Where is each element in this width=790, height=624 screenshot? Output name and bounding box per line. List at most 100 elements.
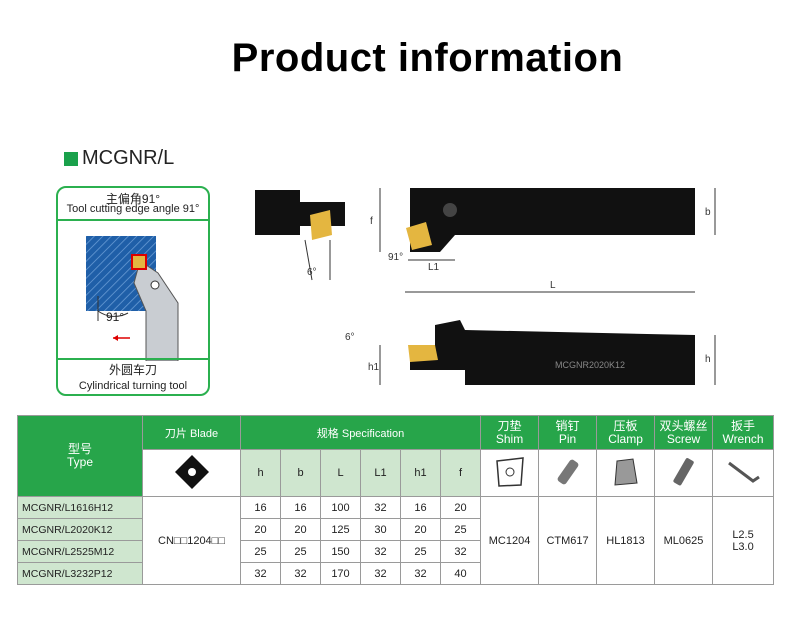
pin-code: CTM617 — [538, 496, 598, 585]
screw-code: ML0625 — [654, 496, 714, 585]
shim-icon — [495, 456, 524, 487]
front-view: MCGNR2020K12 h1 h 6° — [345, 320, 716, 385]
clamp-header-cn: 压板 — [613, 418, 638, 433]
shim-header-en: Shim — [495, 431, 524, 446]
clamp-screw-shape — [150, 280, 160, 290]
spec-header: 规格 Specification — [239, 415, 482, 450]
clamp-code: HL1813 — [596, 496, 656, 585]
table-subheader-row: h b L L1 h1 f — [18, 449, 775, 497]
cell-L1: 32 — [360, 496, 401, 519]
dim-b: b — [705, 207, 711, 218]
angle-panel-en-bottom: Cylindrical turning tool — [78, 380, 188, 392]
holder-top-shape — [410, 188, 695, 252]
cell-L: 100 — [320, 496, 361, 519]
row-type: MCGNR/L2525M12 — [17, 540, 143, 563]
dim-L1: L1 — [428, 262, 440, 273]
cell-h1: 16 — [400, 496, 441, 519]
cell-b: 16 — [280, 496, 321, 519]
cell-L1: 30 — [360, 518, 401, 541]
clamp-header-en: Clamp — [608, 431, 643, 446]
side-view: 6° — [255, 190, 345, 281]
clamp-icon — [613, 457, 638, 486]
angle-panel-cn-bottom: 外圆车刀 — [108, 363, 157, 377]
cell-h: 16 — [240, 496, 281, 519]
dim-h1: h1 — [368, 362, 380, 373]
table-row: MCGNR/L2525M12 25 25 150 32 25 32 — [17, 540, 774, 563]
angle-arc — [97, 310, 129, 317]
cell-f: 20 — [439, 496, 482, 519]
row-type: MCGNR/L3232P12 — [17, 562, 143, 585]
cell-f: 40 — [439, 562, 482, 585]
cell-h: 32 — [240, 562, 281, 585]
dim-L: L — [550, 280, 556, 291]
col-b: b — [280, 449, 321, 497]
cell-L: 125 — [320, 518, 361, 541]
angle-panel-en-title: Tool cutting edge angle 91° — [66, 203, 200, 215]
col-h1: h1 — [400, 449, 441, 497]
wrench-code-1: L2.5 — [732, 528, 754, 541]
page-title: Product information — [231, 36, 624, 80]
screw-header-cn: 双头螺丝 — [659, 418, 708, 433]
col-L1: L1 — [360, 449, 401, 497]
blade-header: 刀片 Blade — [142, 415, 241, 450]
insert-icon — [174, 454, 209, 489]
cell-L1: 32 — [360, 562, 401, 585]
screw-image-cell — [654, 449, 714, 497]
screw-icon — [672, 457, 694, 485]
top-view: f b L1 91° L — [370, 188, 716, 293]
table-row: MCGNR/L2020K12 20 20 125 30 20 25 — [17, 518, 774, 541]
feed-arrow-head — [113, 335, 118, 341]
pin-header-en: Pin — [558, 431, 577, 446]
shim-code: MC1204 — [480, 496, 540, 585]
model-name: MCGNR/L — [82, 147, 175, 169]
angle-label: 91° — [106, 310, 124, 324]
lead-angle-label: 91° — [388, 252, 403, 263]
model-heading: MCGNR/L — [64, 147, 174, 170]
cell-h1: 32 — [400, 562, 441, 585]
cutting-angle-panel: 主偏角91° Tool cutting edge angle 91° 91° 外… — [56, 186, 210, 396]
cell-h1: 25 — [400, 540, 441, 563]
cell-h: 25 — [240, 540, 281, 563]
angle-panel-cn-title: 主偏角91° — [105, 192, 161, 206]
cell-L: 170 — [320, 562, 361, 585]
green-square-icon — [64, 151, 78, 166]
insert-top-shape — [406, 222, 432, 250]
rake-angle-label: 6° — [345, 332, 355, 343]
holder-front-shape — [410, 320, 695, 385]
insert-front-shape — [408, 345, 438, 362]
technical-drawing: 6° f b L1 91° L MCGNR2020K12 h1 h 6° — [255, 188, 716, 385]
dim-f: f — [370, 216, 373, 227]
clearance-angle-label: 6° — [307, 267, 317, 278]
cell-h: 20 — [240, 518, 281, 541]
insert-shape — [131, 254, 147, 270]
cell-b: 25 — [280, 540, 321, 563]
row-type: MCGNR/L2020K12 — [17, 518, 143, 541]
dim-h: h — [705, 354, 711, 365]
col-L: L — [320, 449, 361, 497]
wrench-image-cell — [712, 449, 775, 497]
cell-L1: 32 — [360, 540, 401, 563]
cell-b: 20 — [280, 518, 321, 541]
pin-icon — [557, 459, 578, 484]
cell-h1: 20 — [400, 518, 441, 541]
pin-header-cn: 销钉 — [555, 418, 580, 433]
clamp-image-cell — [596, 449, 656, 497]
table-row: MCGNR/L1616H12 CN□□1204□□ 16 16 100 32 1… — [17, 496, 775, 585]
cell-b: 32 — [280, 562, 321, 585]
divider — [58, 358, 208, 360]
pin-image-cell — [538, 449, 598, 497]
table-row: MCGNR/L3232P12 32 32 170 32 32 40 — [17, 562, 774, 585]
screw-header-en: Screw — [666, 431, 701, 446]
wrench-header-en: Wrench — [722, 431, 764, 446]
divider — [58, 219, 208, 221]
wrench-header-cn: 扳手 — [731, 418, 756, 433]
wrench-icon — [728, 461, 760, 483]
col-f: f — [439, 449, 482, 497]
type-header-en: Type — [66, 455, 93, 469]
blade-image-cell — [142, 449, 241, 497]
row-type: MCGNR/L1616H12 — [17, 496, 143, 519]
col-h: h — [240, 449, 281, 497]
cell-f: 25 — [439, 518, 482, 541]
